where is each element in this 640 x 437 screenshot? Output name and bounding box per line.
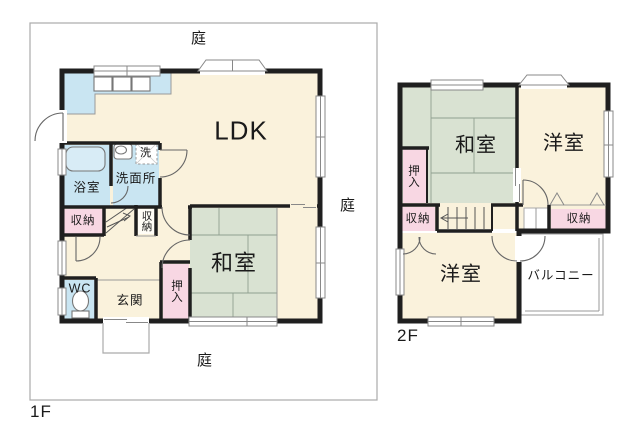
- sink-bowl-icon: [114, 145, 128, 155]
- sliding-door: [290, 203, 317, 210]
- room-label-western-bottom: 洋室: [440, 263, 482, 286]
- window: [57, 240, 67, 276]
- room-closet-1f: [163, 264, 189, 320]
- floor2-windows: [395, 74, 614, 327]
- stairs-2f: [439, 207, 485, 229]
- door-opening: [515, 236, 523, 262]
- window: [93, 65, 161, 77]
- room-label-japanese-1f: 和室: [210, 250, 258, 276]
- kitchen-area: [64, 72, 95, 114]
- site-boundary-1f: [29, 22, 378, 401]
- kitchen-counter-icon: [131, 76, 151, 92]
- kitchen-outline: [64, 72, 172, 115]
- door-arc: [159, 149, 188, 178]
- room-label-storage-right: 収納: [566, 212, 592, 225]
- window: [427, 316, 495, 327]
- room-label-japanese-2f: 和室: [455, 134, 497, 157]
- door-arc: [418, 236, 437, 255]
- folding-door-marks: [549, 192, 605, 206]
- room-storage-left: [402, 207, 435, 231]
- window: [57, 287, 67, 316]
- room-label-western-top: 洋室: [543, 132, 585, 155]
- floor1-fixtures: [65, 76, 158, 319]
- room-label-bathroom: 浴室: [73, 180, 101, 195]
- room-label-wc: WC: [68, 281, 92, 296]
- bathtub-icon: [65, 146, 106, 172]
- floor1-doors: [34, 112, 191, 269]
- laundry-label: 洗: [140, 147, 152, 160]
- tatami-lines-2f: [430, 87, 516, 203]
- garden-label-top: 庭: [190, 30, 208, 48]
- window: [603, 110, 614, 178]
- floor2-plan: [395, 74, 614, 327]
- window: [188, 316, 278, 327]
- room-storage-right: [551, 209, 606, 230]
- room-label-storage-left: 収納: [405, 212, 431, 225]
- room-label-ldk: LDK: [214, 115, 268, 146]
- floor2-label: 2F: [397, 326, 419, 345]
- closet-front: [523, 207, 549, 231]
- door-arc: [519, 235, 546, 262]
- floor1-plan: [29, 22, 378, 401]
- room-label-storage-a: 収納: [70, 214, 96, 227]
- window: [57, 148, 67, 176]
- bay-window: [517, 74, 571, 89]
- door-arc: [161, 239, 191, 269]
- floor2-room-fills: [402, 87, 606, 319]
- window: [430, 79, 484, 91]
- floor2-walls: [397, 82, 611, 324]
- toilet-icon: [71, 290, 90, 319]
- garden-label-right: 庭: [339, 197, 357, 215]
- room-label-closet-1f: 押入: [170, 279, 183, 303]
- room-closet-2f: [403, 148, 427, 203]
- door-arc: [402, 236, 421, 255]
- room-label-washroom: 洗面所: [115, 171, 157, 186]
- room-label-storage-b: 収納: [140, 210, 153, 232]
- window: [315, 226, 326, 299]
- window: [395, 248, 405, 296]
- door-arc: [522, 179, 549, 206]
- entrance-porch: [102, 323, 150, 354]
- window: [315, 95, 326, 178]
- kitchen-counter-icon: [93, 76, 113, 92]
- garden-label-bottom: 庭: [196, 352, 214, 370]
- room-japanese-1f: [190, 208, 277, 320]
- kitchen-counter-icon: [112, 76, 132, 92]
- door-arc: [110, 185, 129, 204]
- sliding-door: [513, 168, 521, 202]
- room-storage-a: [64, 209, 103, 234]
- floor1-label: 1F: [30, 402, 52, 421]
- entrance-sliding-door: [103, 317, 149, 326]
- entrance-door-arc: [34, 112, 64, 142]
- door-arc: [161, 206, 191, 236]
- bay-window: [197, 59, 268, 75]
- room-label-entrance: 玄関: [116, 293, 144, 308]
- room-storage-b: [138, 209, 155, 234]
- floor2-doors: [402, 179, 549, 262]
- room-label-balcony: バルコニー: [527, 268, 595, 283]
- door-arc: [491, 235, 518, 262]
- floor1-windows: [57, 59, 326, 327]
- room-western-bottom: [402, 233, 517, 319]
- stairs-1f: [105, 206, 135, 234]
- tatami-lines-1f: [190, 208, 277, 320]
- washing-machine-icon: [135, 142, 158, 165]
- door-arc: [75, 236, 101, 262]
- room-label-closet-2f: 押入: [407, 164, 420, 188]
